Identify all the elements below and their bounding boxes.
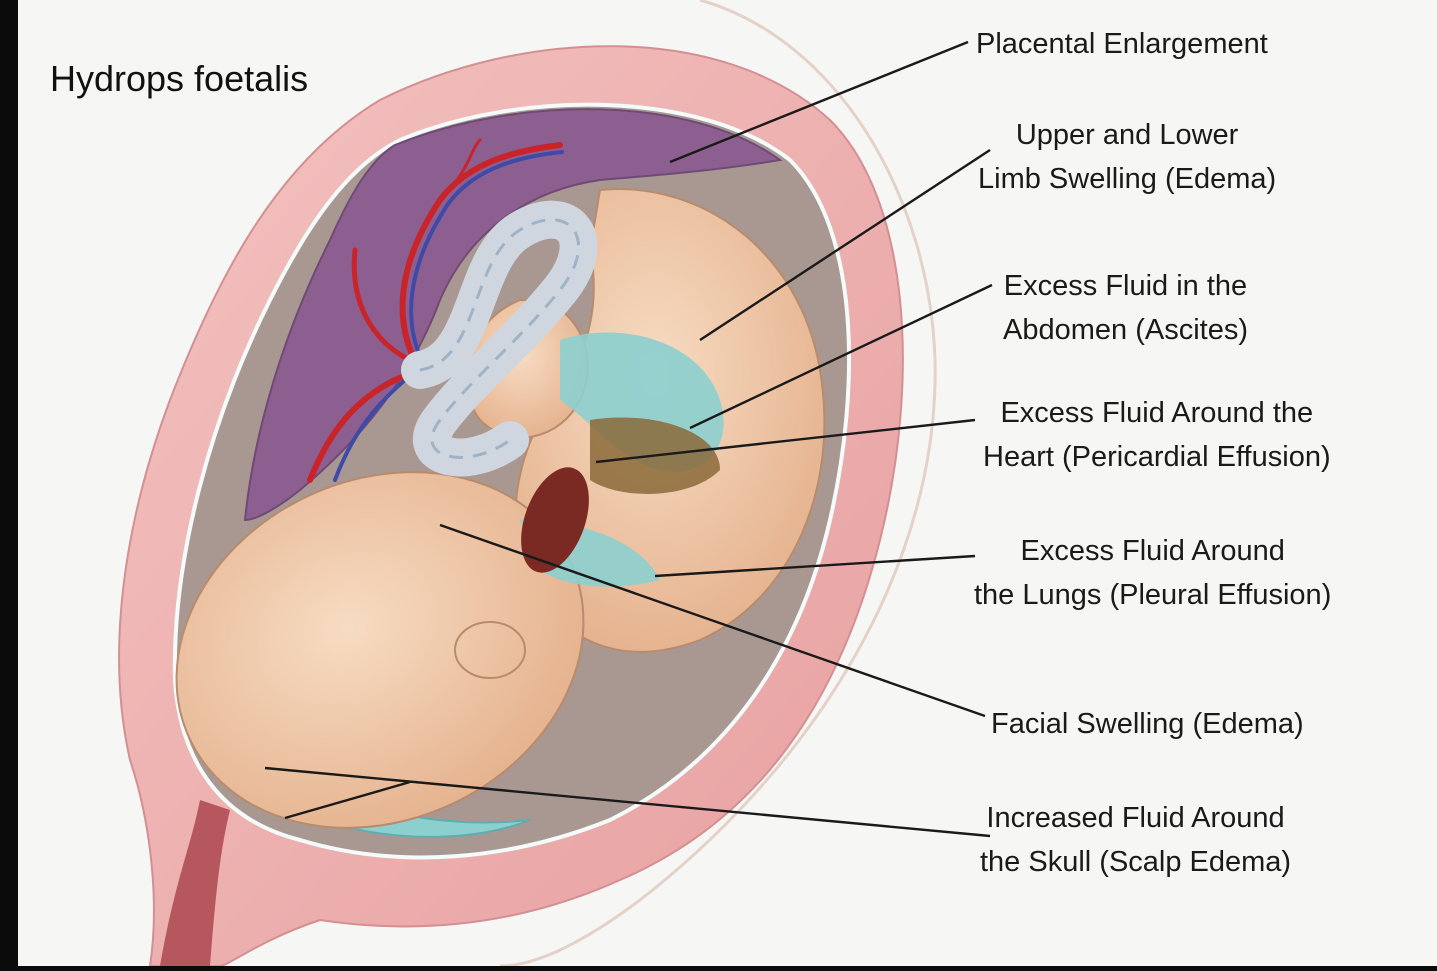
label-pericardial-effusion: Excess Fluid Around the Heart (Pericardi…	[983, 391, 1331, 479]
label-line: Facial Swelling (Edema)	[991, 702, 1304, 746]
label-facial-swelling: Facial Swelling (Edema)	[991, 702, 1304, 746]
label-line: Abdomen (Ascites)	[1003, 308, 1248, 352]
label-ascites: Excess Fluid in the Abdomen (Ascites)	[1003, 264, 1248, 352]
illustration-canvas: Hydrops foetalis Placental Enlargement U…	[18, 0, 1437, 966]
label-line: the Lungs (Pleural Effusion)	[974, 573, 1331, 617]
label-line: Placental Enlargement	[976, 22, 1268, 66]
label-limb-swelling: Upper and Lower Limb Swelling (Edema)	[978, 113, 1276, 201]
label-line: Excess Fluid Around	[974, 529, 1331, 573]
label-line: Excess Fluid in the	[1003, 264, 1248, 308]
label-line: Heart (Pericardial Effusion)	[983, 435, 1331, 479]
label-placental-enlargement: Placental Enlargement	[976, 22, 1268, 66]
label-pleural-effusion: Excess Fluid Around the Lungs (Pleural E…	[974, 529, 1331, 617]
diagram-title: Hydrops foetalis	[50, 58, 308, 100]
label-line: Increased Fluid Around	[980, 796, 1291, 840]
label-scalp-edema: Increased Fluid Around the Skull (Scalp …	[980, 796, 1291, 884]
label-line: Upper and Lower	[978, 113, 1276, 157]
label-line: the Skull (Scalp Edema)	[980, 840, 1291, 884]
label-line: Excess Fluid Around the	[983, 391, 1331, 435]
label-line: Limb Swelling (Edema)	[978, 157, 1276, 201]
